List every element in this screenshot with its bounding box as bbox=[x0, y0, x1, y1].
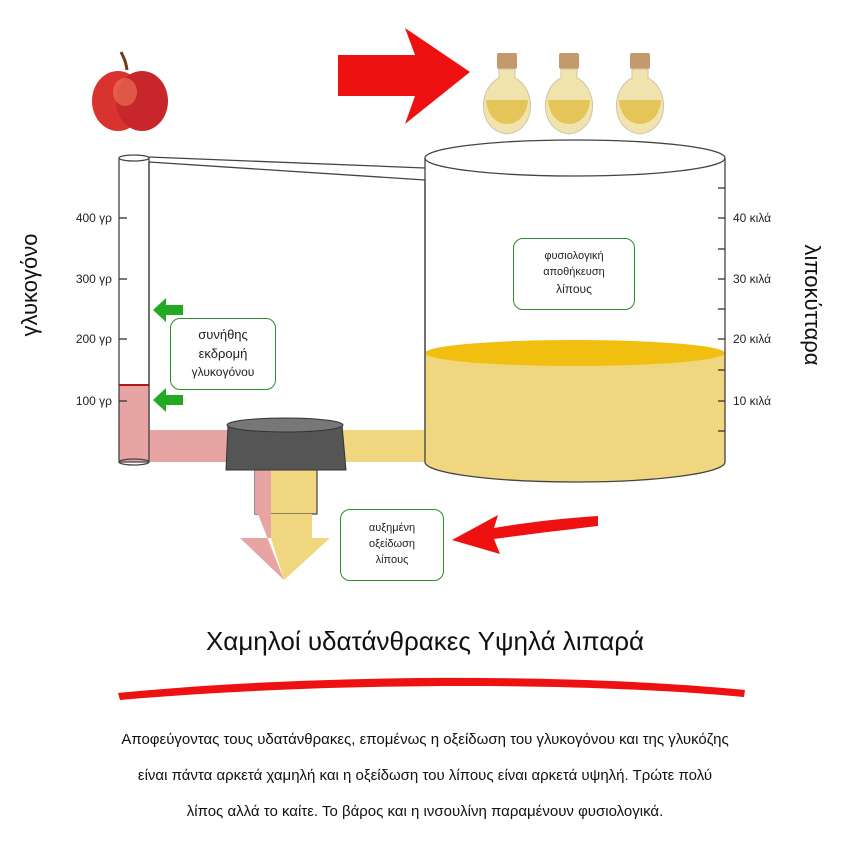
left-tick-100: 100 γρ bbox=[76, 394, 112, 408]
apple-icon bbox=[92, 51, 168, 131]
red-arrow-left-icon bbox=[452, 515, 598, 554]
outflow-arrow-icon bbox=[240, 514, 330, 580]
description-line-1: Αποφεύγοντας τους υδατάνθρακες, επομένως… bbox=[121, 731, 729, 748]
left-tick-400: 400 γρ bbox=[76, 211, 112, 225]
red-arrow-right-icon bbox=[338, 28, 470, 124]
fat-storage-box: φυσιολογική αποθήκευση λίπους bbox=[513, 238, 635, 310]
fat-pipe bbox=[342, 430, 425, 462]
glycogen-excursion-line-1: συνήθης bbox=[198, 327, 248, 343]
fat-tank bbox=[424, 139, 726, 483]
right-axis-label: λιποκύτταρα bbox=[800, 244, 825, 366]
right-tick-30: 30 κιλά bbox=[733, 272, 771, 286]
fat-oxidation-line-3: λίπους bbox=[375, 553, 409, 566]
glycogen-excursion-line-3: γλυκογόνου bbox=[191, 365, 255, 380]
fat-storage-line-2: αποθήκευση bbox=[543, 266, 605, 279]
description-line-3: λίπος αλλά το καίτε. Το βάρος και η ινσο… bbox=[186, 803, 664, 820]
description: Αποφεύγοντας τους υδατάνθρακες, επομένως… bbox=[45, 722, 805, 830]
glycogen-excursion-box: συνήθης εκδρομή γλυκογόνου bbox=[170, 318, 276, 390]
glycogen-pipe bbox=[149, 430, 228, 462]
red-underline-stroke bbox=[118, 677, 745, 700]
oil-bottle-icon bbox=[483, 53, 531, 135]
page-title: Χαμηλοί υδατάνθρακες Υψηλά λιπαρά bbox=[205, 626, 645, 656]
green-arrow-left-icon bbox=[153, 298, 183, 322]
left-tick-200: 200 γρ bbox=[76, 332, 112, 346]
fat-oxidation-line-2: οξείδωση bbox=[368, 538, 415, 551]
fat-oxidation-line-1: αυξημένη bbox=[368, 522, 416, 535]
oil-bottle-icon bbox=[545, 53, 593, 135]
fat-oxidation-box: αυξημένη οξείδωση λίπους bbox=[340, 509, 444, 581]
glycogen-column bbox=[118, 154, 150, 466]
right-tick-10: 10 κιλά bbox=[733, 394, 771, 408]
valve-icon bbox=[225, 417, 347, 515]
fat-storage-line-1: φυσιολογική bbox=[544, 250, 604, 263]
right-axis-ticks bbox=[718, 187, 725, 432]
right-tick-20: 20 κιλά bbox=[733, 332, 771, 346]
fat-storage-line-3: λίπους bbox=[556, 282, 592, 297]
oil-bottle-icon bbox=[616, 53, 664, 135]
description-line-2: είναι πάντα αρκετά χαμηλή και η οξείδωση… bbox=[137, 767, 713, 784]
right-tick-40: 40 κιλά bbox=[733, 211, 771, 225]
left-tick-300: 300 γρ bbox=[76, 272, 112, 286]
left-axis-label: γλυκογόνο bbox=[17, 233, 42, 337]
green-arrow-left-icon bbox=[153, 388, 183, 412]
glycogen-excursion-line-2: εκδρομή bbox=[198, 346, 248, 362]
left-axis-ticks bbox=[119, 217, 127, 402]
